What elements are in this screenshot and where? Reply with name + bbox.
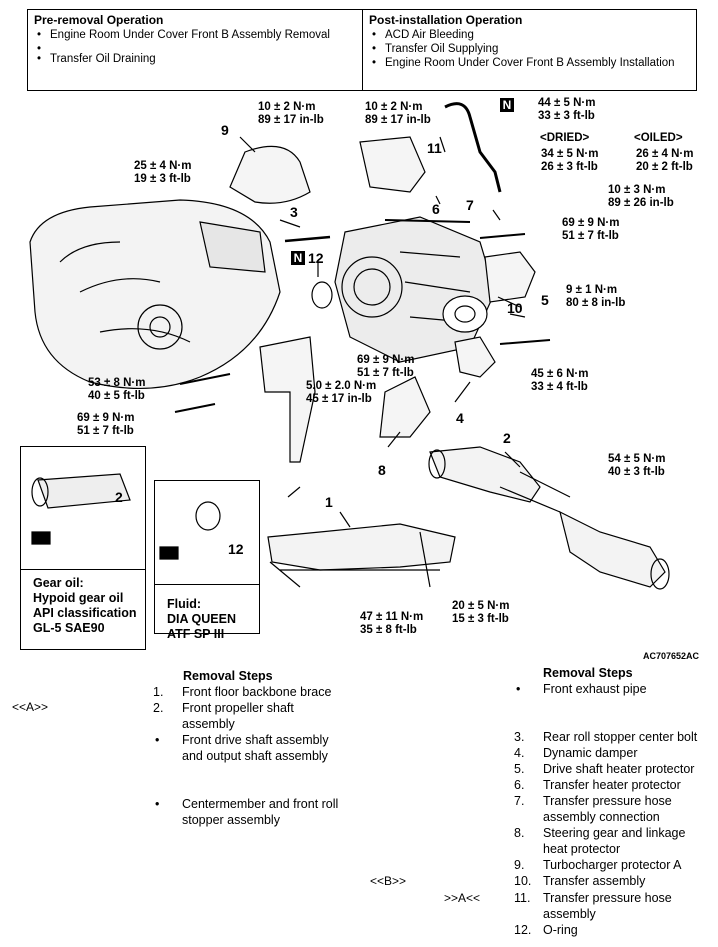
callout-12: 12 bbox=[308, 250, 324, 266]
callout-1: 1 bbox=[325, 494, 333, 510]
fluid-inset bbox=[154, 480, 260, 634]
n-mark-icon: N bbox=[291, 251, 305, 265]
post-installation-item: Transfer Oil Supplying bbox=[372, 42, 690, 56]
callout-11: 11 bbox=[427, 140, 442, 156]
callout-7: 7 bbox=[466, 197, 474, 213]
pre-removal-item: Engine Room Under Cover Front B Assembly… bbox=[37, 28, 356, 42]
pre-removal-item: Transfer Oil Draining bbox=[37, 52, 356, 66]
callout-5: 5 bbox=[541, 292, 549, 308]
step-marker-a-install: >>A<< bbox=[444, 891, 481, 905]
callout-3: 3 bbox=[290, 204, 298, 220]
callout-2: 2 bbox=[503, 430, 511, 446]
figure-code: AC707652AC bbox=[643, 651, 700, 661]
callout-8: 8 bbox=[378, 462, 386, 478]
post-installation-item: ACD Air Bleeding bbox=[372, 28, 690, 42]
diagram-artwork bbox=[29, 102, 670, 590]
oiled-label: <OILED> bbox=[634, 132, 683, 144]
step-marker-b: <<B>> bbox=[370, 874, 407, 888]
inset-callout-2: 2 bbox=[115, 489, 123, 505]
post-installation-column: Post-installation Operation ACD Air Blee… bbox=[363, 10, 696, 90]
right-removal-steps: Removal Steps •Front exhaust pipe 3.Rear… bbox=[370, 666, 698, 937]
inset-callout-12: 12 bbox=[228, 541, 244, 557]
pre-removal-title: Pre-removal Operation bbox=[34, 13, 164, 27]
steps-header: Removal Steps bbox=[543, 666, 633, 680]
step-marker-a: <<A>> bbox=[12, 700, 49, 714]
steps-header: Removal Steps bbox=[183, 669, 273, 683]
left-removal-steps: Removal Steps <<A>> 1.Front floor backbo… bbox=[12, 669, 339, 827]
callout-4: 4 bbox=[456, 410, 464, 426]
callout-10: 10 bbox=[507, 300, 523, 316]
n-mark-icon: N bbox=[500, 98, 514, 112]
callout-9: 9 bbox=[221, 122, 229, 138]
operations-table: Pre-removal Operation Engine Room Under … bbox=[27, 9, 697, 91]
dried-label: <DRIED> bbox=[540, 132, 590, 144]
post-installation-title: Post-installation Operation bbox=[369, 13, 523, 27]
post-installation-item: Engine Room Under Cover Front B Assembly… bbox=[372, 56, 690, 70]
gear-oil-inset bbox=[20, 446, 146, 650]
pre-removal-column: Pre-removal Operation Engine Room Under … bbox=[28, 10, 363, 90]
callout-6: 6 bbox=[432, 201, 440, 217]
spacer bbox=[37, 42, 356, 56]
